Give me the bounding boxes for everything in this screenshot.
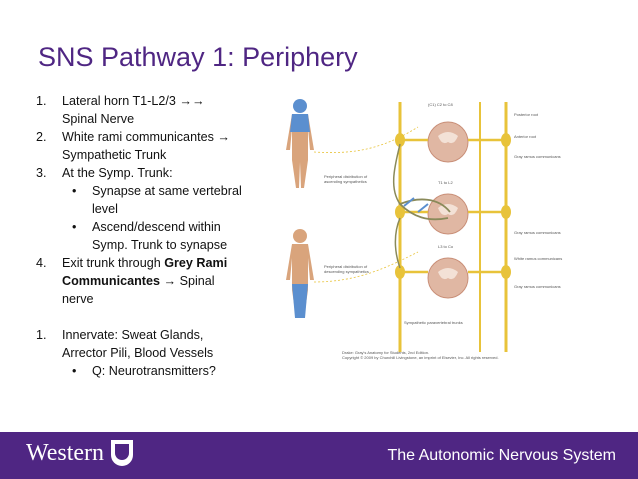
label-white-ramus: White ramus communicans <box>514 256 562 261</box>
item-text: Spinal <box>179 274 215 288</box>
spinal-cord-section-cervical <box>427 121 469 163</box>
item-text: At the Symp. Trunk: <box>62 166 173 180</box>
label-thoracic: T1 to L2 <box>438 180 453 185</box>
figure-credit: Drake: Gray's Anatomy for Students, 2nd … <box>342 350 429 355</box>
bullet-icon: • <box>72 364 77 378</box>
crest-icon <box>111 440 133 466</box>
item-text: Q: Neurotransmitters? <box>92 364 216 378</box>
item-text: Innervate: Sweat Glands, <box>62 328 204 342</box>
bullet-list: 1. Lateral horn T1-L2/3 →→ Spinal Nerve … <box>36 92 276 380</box>
label-gray-ramus: Gray ramus communicans <box>514 230 561 235</box>
item-text: Synapse at same vertebral <box>92 184 242 198</box>
label-anterior-root: Anterior root <box>514 134 537 139</box>
item-text: White rami communicantes <box>62 130 218 144</box>
item-number: 4. <box>36 256 47 270</box>
spinal-cord-section-thoracic <box>427 193 469 235</box>
label-posterior-root: Posterior root <box>514 112 539 117</box>
western-logo: Western <box>26 440 105 466</box>
label-peripheral-descending: Peripheral distribution of <box>324 264 368 269</box>
item-text: Ascend/descend within <box>92 220 221 234</box>
item-text: Exit trunk through <box>62 256 165 270</box>
list-item: 4. Exit trunk through Grey Rami Communic… <box>36 254 276 308</box>
item-number: 1. <box>36 328 47 342</box>
item-text: Arrector Pili, Blood Vessels <box>62 346 214 360</box>
footer-bar: Western The Autonomic Nervous System <box>0 432 638 479</box>
label-sympathetic-trunks: Sympathetic paravertebral trunks <box>404 320 463 325</box>
arrow-icon: →→ <box>179 94 205 108</box>
arrow-icon: → <box>217 130 230 144</box>
item-number: 3. <box>36 166 47 180</box>
item-number: 2. <box>36 130 47 144</box>
list-item: 2. White rami communicantes → Sympatheti… <box>36 128 276 164</box>
label-peripheral-descending: descending sympathetics <box>324 269 369 274</box>
sub-list-item: • Synapse at same vertebral level <box>36 182 276 218</box>
item-text: Lateral horn T1-L2/3 <box>62 94 180 108</box>
course-title: The Autonomic Nervous System <box>387 447 616 464</box>
item-text: Symp. Trunk to synapse <box>92 238 228 252</box>
slide-title: SNS Pathway 1: Periphery <box>38 42 358 72</box>
figure-credit: Copyright © 2009 by Churchill Livingston… <box>342 355 499 360</box>
label-lumbar: L3 to Co <box>438 244 454 249</box>
bullet-icon: • <box>72 184 77 198</box>
human-figure-top <box>286 99 314 188</box>
item-text: nerve <box>62 292 94 306</box>
sub-list-item: • Q: Neurotransmitters? <box>36 362 276 380</box>
item-text-bold: Grey Rami <box>164 256 228 270</box>
item-text: Sympathetic Trunk <box>62 148 167 162</box>
list-item: 3. At the Symp. Trunk: <box>36 164 276 182</box>
list-item: 1. Innervate: Sweat Glands, Arrector Pil… <box>36 326 276 362</box>
label-cervical: (C1) C2 to C8 <box>428 102 453 107</box>
label-peripheral-ascending: Peripheral distribution of <box>324 174 368 179</box>
label-peripheral-ascending: ascending sympathetics <box>324 179 367 184</box>
sub-list-item: • Ascend/descend within Symp. Trunk to s… <box>36 218 276 254</box>
item-text-bold: Communicantes <box>62 274 160 288</box>
arrow-icon: → <box>159 274 180 288</box>
label-gray-ramus: Gray ramus communicans <box>514 284 561 289</box>
item-text: level <box>92 202 118 216</box>
item-text: Spinal Nerve <box>62 112 135 126</box>
human-figure-bottom <box>286 229 314 318</box>
item-number: 1. <box>36 94 47 108</box>
sns-pathway-figure: (C1) C2 to C8 T1 to L2 L3 to Co Posterio… <box>286 99 562 360</box>
label-gray-ramus: Gray ramus communicans <box>514 154 561 159</box>
list-item: 1. Lateral horn T1-L2/3 →→ Spinal Nerve <box>36 92 276 128</box>
spinal-cord-section-lumbar <box>427 257 469 299</box>
bullet-icon: • <box>72 220 77 234</box>
